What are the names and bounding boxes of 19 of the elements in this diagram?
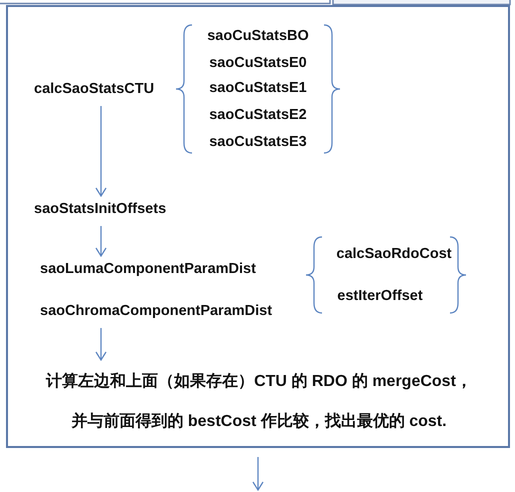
function-name: saoCuStatsE2 [209,107,307,123]
function-name: saoStatsInitOffsets [34,198,194,220]
function-name: calcSaoRdoCost [336,246,452,262]
function-name: saoCuStatsE0 [209,55,307,71]
function-name: saoCuStatsBO [207,28,309,44]
function-name: saoChromaComponentParamDist [40,300,306,322]
brace-group [176,24,340,154]
arrow [95,328,107,361]
arrow [252,457,264,491]
function-name: saoLumaComponentParamDist [40,258,280,280]
brace-group [306,236,466,314]
frame-box [6,5,510,448]
arrow [95,226,107,257]
function-name: saoCuStatsE3 [209,134,307,150]
function-name: calcSaoStatsCTU [34,78,168,100]
function-name: saoCuStatsE1 [209,80,307,96]
function-name: estIterOffset [337,288,423,304]
description-text: 计算左边和上面（如果存在）CTU 的 RDO 的 mergeCost，并与前面得到的 bestCost 作比较，找出最优的 cost. [42,362,476,442]
arrow [95,106,107,197]
